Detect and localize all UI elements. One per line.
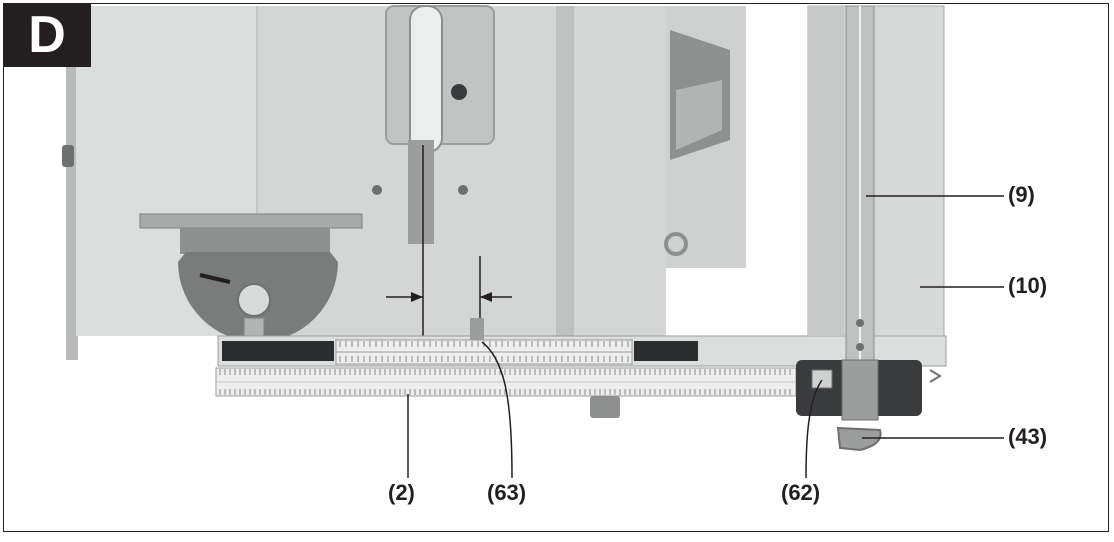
- fence-clamp-block: [841, 359, 879, 421]
- leader-62: [805, 379, 823, 479]
- left-side-panel: [66, 50, 78, 360]
- callout-62: (62): [781, 480, 821, 505]
- callout-43: (43): [1008, 424, 1048, 449]
- cut-indicator: [470, 318, 484, 340]
- fence-lock-lever: [836, 426, 882, 452]
- arrowhead-right: [480, 292, 492, 302]
- side-knob: [62, 145, 74, 167]
- callout-63: (63): [487, 480, 527, 505]
- fence-indicator-window: [811, 369, 833, 389]
- rail-end-cap: [929, 369, 942, 383]
- miter-gauge-body: [180, 228, 330, 254]
- riving-knife: [408, 140, 434, 244]
- miter-slot: [556, 6, 574, 336]
- callout-2: (2): [388, 480, 415, 505]
- table-seam: [256, 6, 258, 336]
- extension-hole: [664, 232, 688, 256]
- rail-dark-strip-right: [634, 341, 698, 361]
- scale-ticks: [219, 341, 791, 395]
- bracket-face: [676, 80, 722, 150]
- miter-lock-knob: [237, 283, 271, 317]
- table-screw-left: [372, 185, 382, 195]
- fence-screw-upper: [856, 319, 864, 327]
- table-screw-right: [458, 185, 468, 195]
- leader-63: [481, 341, 513, 479]
- insert-screw: [451, 84, 467, 100]
- rail-dark-strip-left: [222, 341, 334, 361]
- arrowhead-left: [411, 292, 423, 302]
- callout-10: (10): [1008, 273, 1048, 298]
- fence-screw-lower: [856, 343, 864, 351]
- rail-lock-knob: [590, 396, 620, 418]
- figure-letter-badge: D: [3, 3, 91, 67]
- miter-pointer: [199, 273, 231, 284]
- rip-fence-shadow: [808, 6, 844, 336]
- callout-9: (9): [1008, 182, 1035, 207]
- figure-frame: [3, 3, 1109, 532]
